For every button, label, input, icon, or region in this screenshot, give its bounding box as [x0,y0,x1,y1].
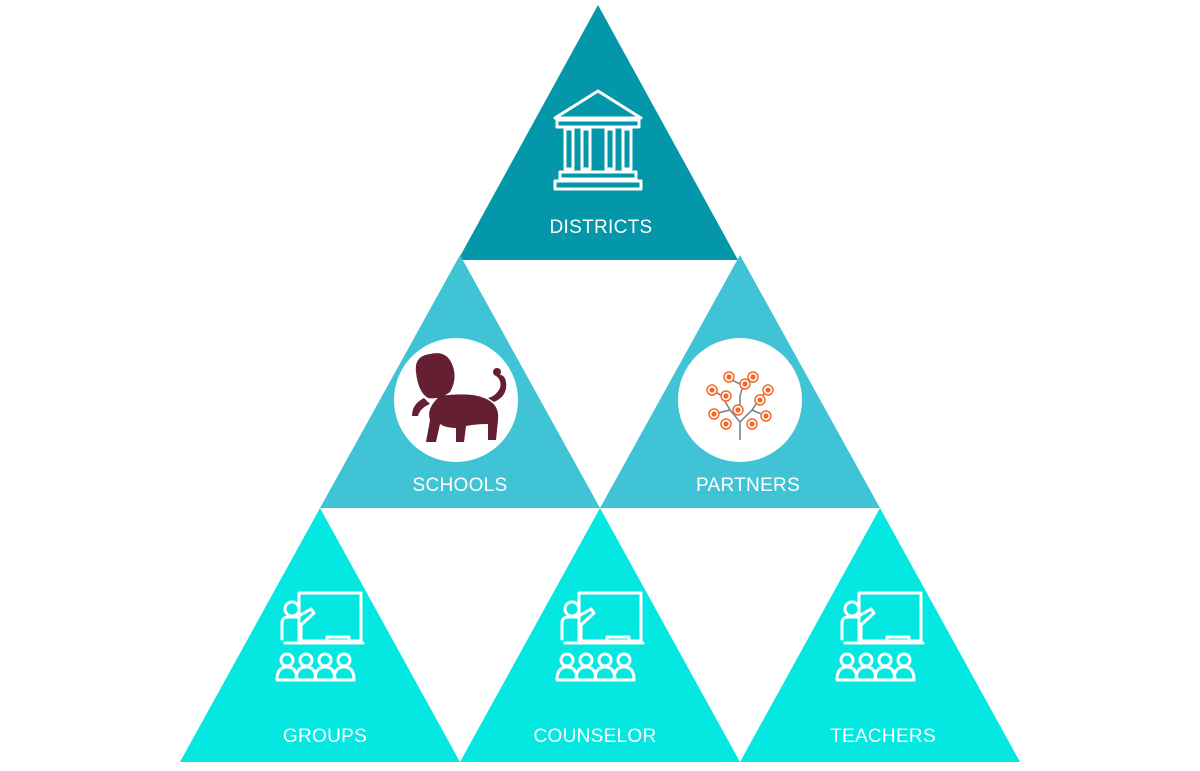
groups-triangle [180,508,460,762]
network-tree-icon [706,371,774,440]
counselor-triangle [460,508,740,762]
districts-triangle [458,5,738,260]
teachers-triangle [740,508,1020,762]
lion-logo [412,353,507,442]
building-columns-icon [553,89,643,191]
